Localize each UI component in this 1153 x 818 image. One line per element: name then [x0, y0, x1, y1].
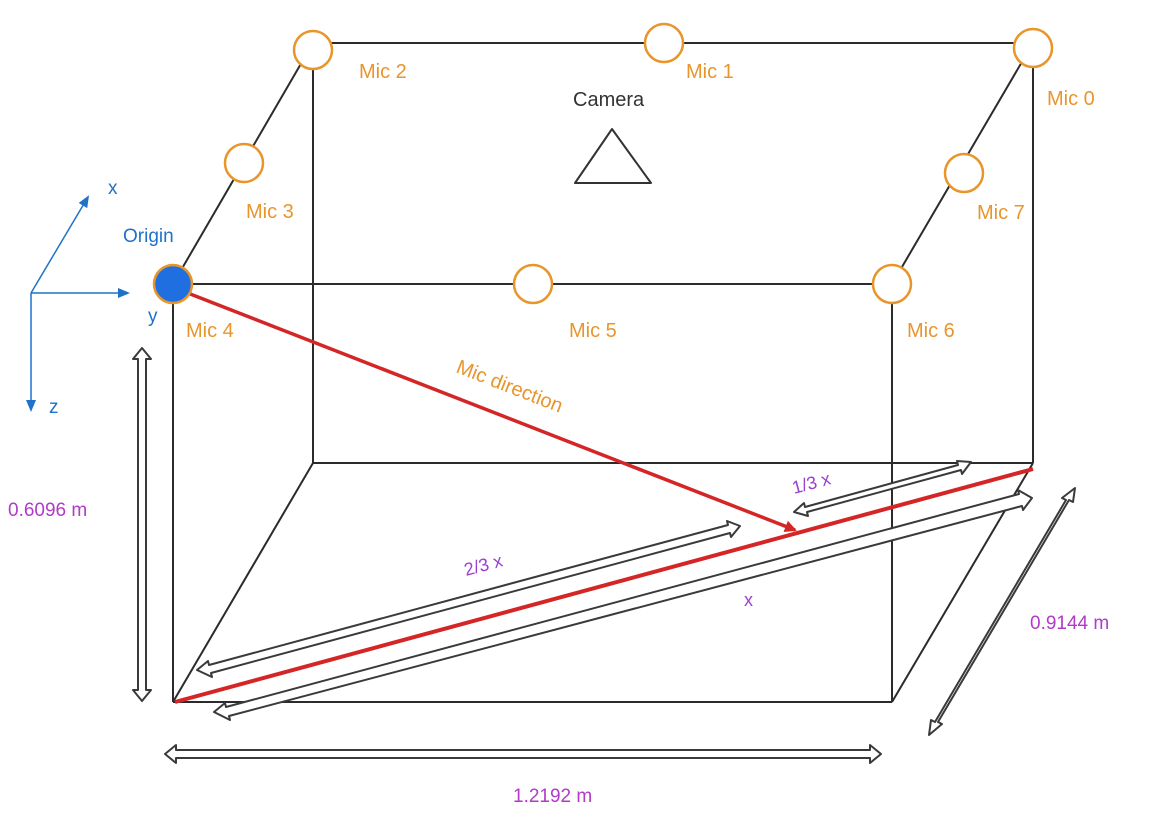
- mic-4-label: Mic 4: [186, 320, 234, 342]
- mic-1-circle: [643, 22, 685, 64]
- origin-label: Origin: [123, 226, 174, 247]
- width-dimension-arrow: [164, 744, 882, 764]
- mic-direction-label: Mic direction: [453, 356, 566, 417]
- camera-label: Camera: [573, 89, 645, 111]
- mic-0-label: Mic 0: [1047, 88, 1095, 110]
- microphones: Mic 0 Mic 1 Mic 2 Mic 3 Mic 4 Mic 5 Mic …: [152, 22, 1095, 342]
- height-dimension-arrow: [132, 347, 152, 702]
- bottom-left-edge: [172, 462, 314, 703]
- mic-2-circle: [292, 29, 334, 71]
- mic-2-label: Mic 2: [359, 61, 407, 83]
- one-third-x-label: 1/3 x: [790, 468, 833, 497]
- height-dimension-label: 0.6096 m: [8, 500, 87, 521]
- mic-5-label: Mic 5: [569, 320, 617, 342]
- mic-4-circle: [152, 263, 194, 305]
- mic-3-label: Mic 3: [246, 201, 294, 223]
- z-axis-label: z: [49, 397, 59, 418]
- dimension-arrows: [132, 347, 1076, 764]
- x-axis-arrow: [30, 195, 90, 294]
- full-x-arrow: [213, 489, 1033, 721]
- two-thirds-x-label: 2/3 x: [462, 550, 505, 579]
- mic-1-label: Mic 1: [686, 61, 734, 83]
- mic-7-label: Mic 7: [977, 202, 1025, 224]
- mic-6-circle: [871, 263, 913, 305]
- one-third-x-arrow: [793, 460, 972, 517]
- y-axis-label: y: [148, 306, 158, 327]
- width-dimension-label: 1.2192 m: [513, 786, 592, 807]
- mic-6-label: Mic 6: [907, 320, 955, 342]
- mic-5-circle: [512, 263, 554, 305]
- depth-dimension-label: 0.9144 m: [1030, 613, 1109, 634]
- depth-dimension-arrow: [928, 487, 1076, 736]
- floor-diagonal-line: [174, 467, 1034, 704]
- coordinate-axes: x y z: [26, 178, 158, 418]
- mic-3-circle: [223, 142, 265, 184]
- two-thirds-x-arrow: [196, 520, 741, 678]
- full-x-label: x: [744, 590, 753, 610]
- mic-0-circle: [1012, 27, 1054, 69]
- mic-direction-arrow: [179, 288, 797, 532]
- camera-icon: [574, 128, 652, 184]
- x-axis-label: x: [108, 178, 118, 199]
- mic-7-circle: [943, 152, 985, 194]
